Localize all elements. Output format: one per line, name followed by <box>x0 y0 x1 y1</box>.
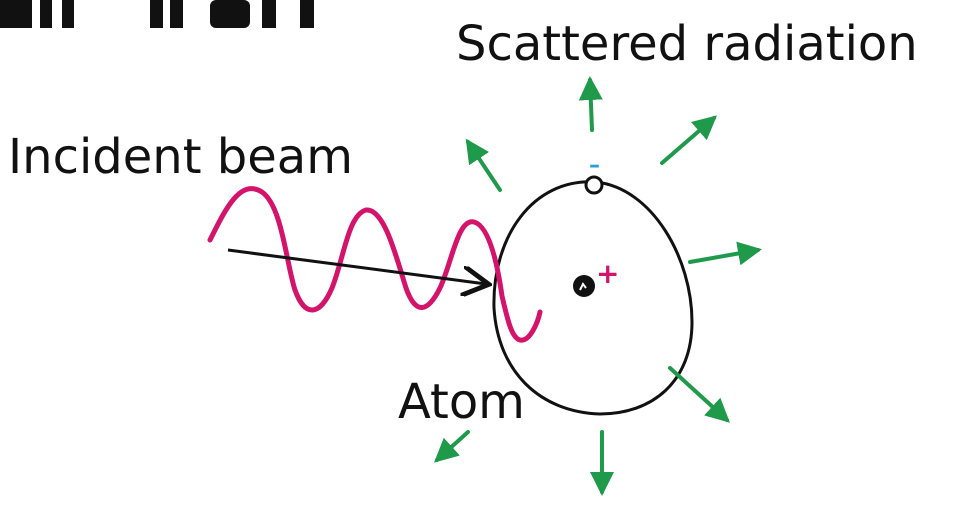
incident-wave <box>207 186 543 343</box>
scattered-arrows <box>434 76 762 496</box>
incident-beam-label: Incident beam <box>8 129 353 185</box>
scattered-radiation-label: Scattered radiation <box>456 16 918 72</box>
incident-arrow <box>227 248 486 284</box>
scatter-arrow-lower-left <box>434 430 470 463</box>
cropped-heading-fragment <box>0 0 314 28</box>
electron-charge-sign: – <box>589 153 600 178</box>
atom-outline <box>492 180 694 416</box>
atom-label: Atom <box>398 374 525 430</box>
scatter-arrow-upper-left <box>465 138 502 192</box>
scatter-arrow-upper-right <box>660 115 718 165</box>
scatter-arrow-right <box>688 241 762 266</box>
nucleus-highlight <box>579 282 587 291</box>
scatter-arrow-lower-right <box>668 366 730 423</box>
electron-circle <box>584 175 604 195</box>
scatter-arrow-up <box>578 76 603 132</box>
nucleus-charge-sign: + <box>596 257 619 290</box>
